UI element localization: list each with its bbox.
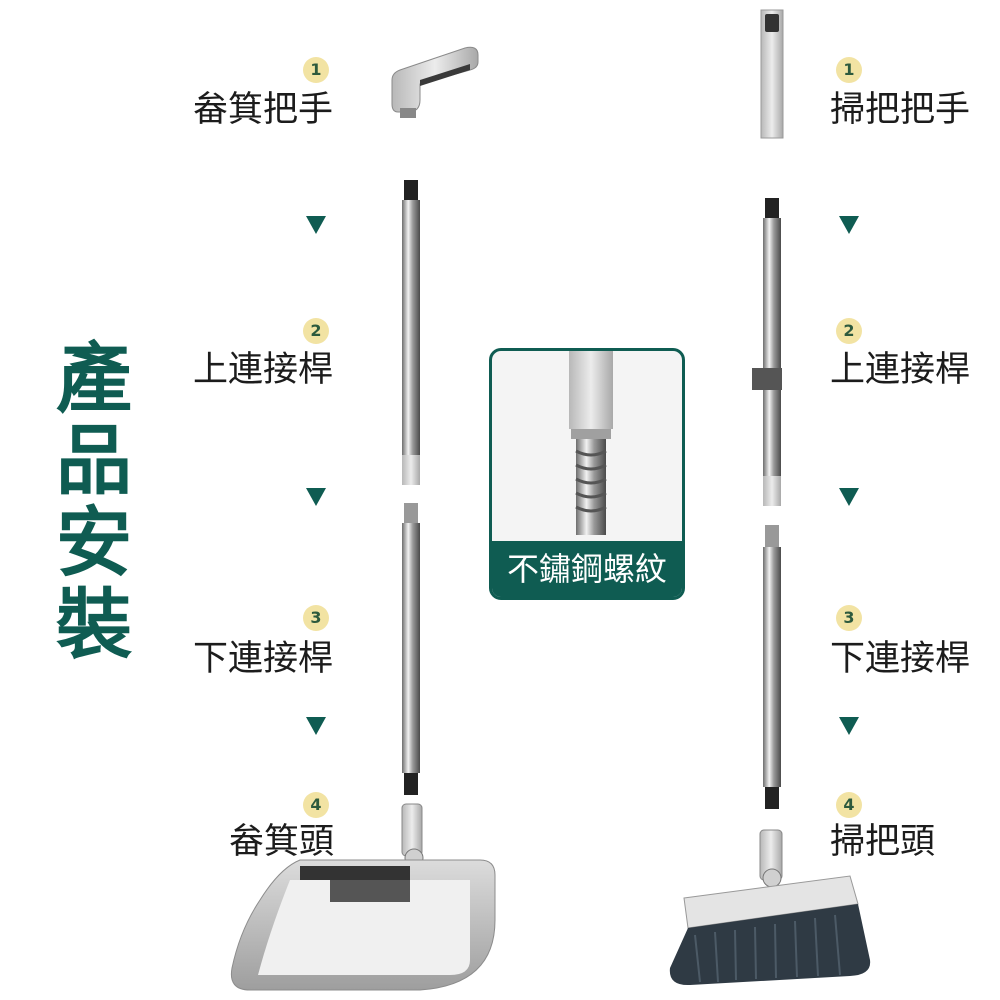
- dustpan-lower-rod-part: [402, 503, 420, 795]
- arrow-down-icon: [839, 216, 859, 234]
- broom-step-3-badge: 3: [836, 605, 862, 631]
- arrow-down-icon: [839, 488, 859, 506]
- product-installation-title: 產 品 安 裝: [52, 338, 136, 666]
- broom-step-3-label: 下連接桿: [830, 639, 971, 679]
- title-char-3: 安: [56, 498, 132, 587]
- broom-lower-rod-part: [763, 525, 781, 809]
- broom-upper-rod-part: [752, 198, 782, 506]
- arrow-down-icon: [306, 717, 326, 735]
- title-char-1: 產: [56, 334, 132, 423]
- broom-step-1-badge: 1: [836, 57, 862, 83]
- broom-step-4-label: 掃把頭: [830, 822, 936, 862]
- dustpan-step-2-label: 上連接桿: [193, 350, 334, 390]
- dustpan-step-3-label: 下連接桿: [193, 639, 334, 679]
- dustpan-step-3-badge: 3: [303, 605, 329, 631]
- arrow-down-icon: [839, 717, 859, 735]
- broom-step-1-label: 掃把把手: [830, 90, 971, 130]
- dustpan-step-4-label: 畚箕頭: [229, 822, 335, 862]
- dustpan-handle-part: [391, 46, 479, 118]
- broom-step-2-badge: 2: [836, 318, 862, 344]
- arrow-down-icon: [306, 488, 326, 506]
- dustpan-step-1-badge: 1: [303, 57, 329, 83]
- broom-handle-part: [760, 9, 784, 139]
- dustpan-step-1-label: 畚箕把手: [193, 90, 334, 130]
- dustpan-head-part: [230, 803, 496, 991]
- arrow-down-icon: [306, 216, 326, 234]
- title-char-4: 裝: [56, 580, 132, 669]
- dustpan-upper-rod-part: [402, 180, 420, 485]
- broom-step-4-badge: 4: [836, 792, 862, 818]
- title-char-2: 品: [56, 416, 132, 505]
- thread-detail-image: [569, 351, 613, 535]
- broom-step-2-label: 上連接桿: [830, 350, 971, 390]
- broom-head-part: [669, 829, 871, 986]
- dustpan-step-4-badge: 4: [303, 792, 329, 818]
- thread-detail-box: 不鏽鋼螺紋: [489, 348, 685, 600]
- thread-detail-caption: 不鏽鋼螺紋: [492, 541, 682, 597]
- dustpan-step-2-badge: 2: [303, 318, 329, 344]
